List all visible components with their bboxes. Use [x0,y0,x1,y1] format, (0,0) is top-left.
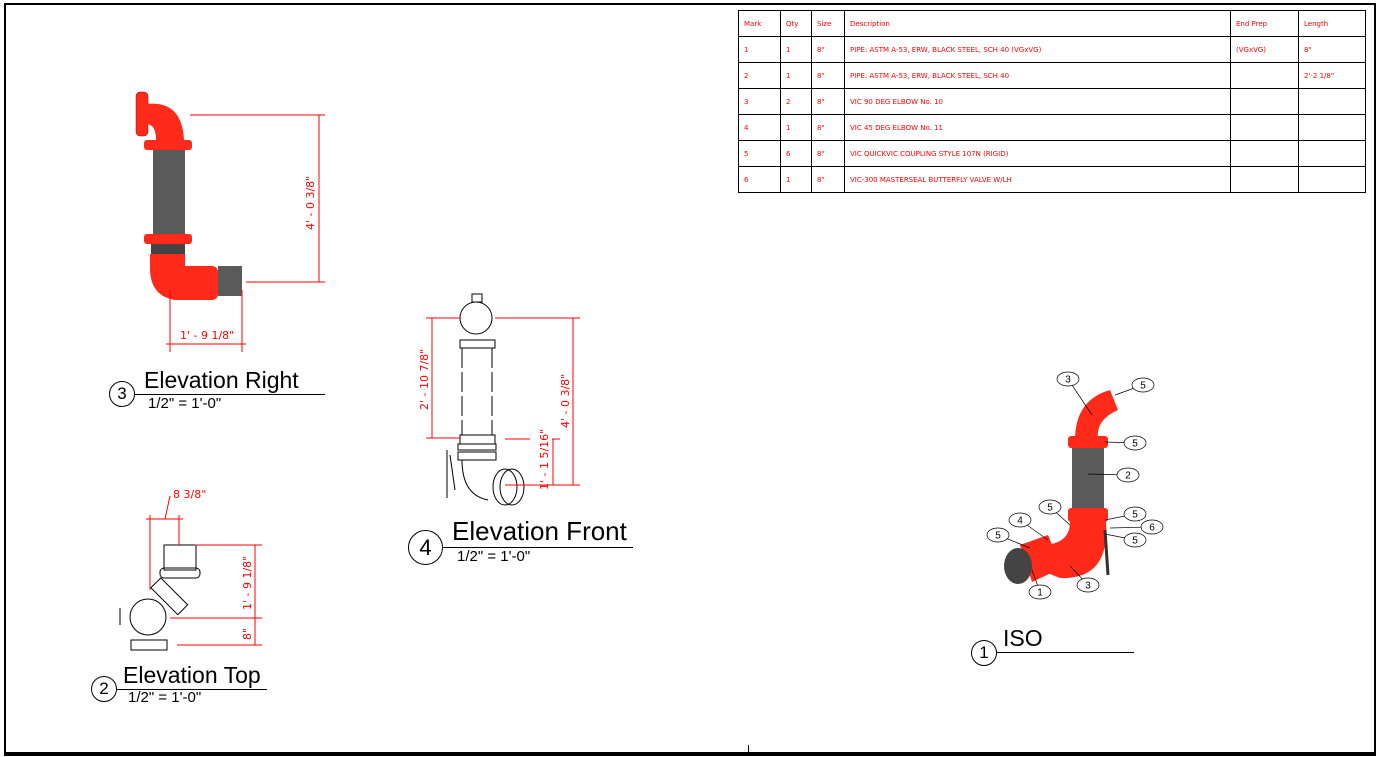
elevation-front-drawing [426,293,580,506]
callout-bubble [1131,377,1155,393]
callout-bubble [1116,467,1140,483]
cell-mark: 3 [738,88,781,115]
cell-end-prep: (VGxVG) [1230,36,1299,63]
cell-length [1298,88,1366,115]
callout-bubble [1028,584,1052,600]
callout-bubble [1076,577,1100,593]
title-underline [443,547,633,548]
cell-end-prep [1230,114,1299,141]
cell-description: PIPE: ASTM A-53, ERW, BLACK STEEL, SCH 4… [844,36,1231,63]
title-underline [997,652,1134,653]
callout-tag: 5 [1047,503,1053,514]
view-number-4: 4 [408,530,443,565]
col-length: Length [1298,10,1366,37]
view-scale: 1/2" = 1'-0" [457,548,531,565]
view-title-elevation-right: Elevation Right [144,367,299,393]
cell-size: 8" [811,62,845,89]
callout-bubble [986,527,1010,543]
elevation-top-drawing [119,495,262,651]
dim-top-offset: 8 3/8" [173,488,206,501]
callout-tag: 3 [1065,375,1071,386]
cell-length [1298,166,1366,193]
dim-front-lower: 1' - 1 5/16" [538,429,551,490]
cell-description: VIC-300 MASTERSEAL BUTTERFLY VALVE W/LH [844,166,1231,193]
cell-end-prep [1230,140,1299,167]
callout-tag: 5 [995,531,1001,542]
callout-bubble [1038,499,1062,515]
callout-bubble [1123,506,1147,522]
cell-description: VIC 45 DEG ELBOW No. 11 [844,114,1231,141]
cell-qty: 1 [780,36,812,63]
callout-tag: 6 [1149,523,1155,534]
view-title-iso: ISO [1003,625,1043,651]
title-underline [117,689,267,690]
table-header-row: Mark Qty Size Description End Prep Lengt… [738,10,1366,37]
callout-tag: 5 [1132,510,1138,521]
dim-height: 4' - 0 3/8" [304,176,317,230]
cell-qty: 1 [780,114,812,141]
cell-mark: 6 [738,166,781,193]
iso-drawing [1004,390,1118,584]
callout-bubble [1008,512,1032,528]
view-number-3: 3 [109,381,135,407]
cell-description: VIC QUICKVIC COUPLING STYLE 107N (RIGID) [844,140,1231,167]
dim-front-overall: 4' - 0 3/8" [559,374,572,428]
view-number-2: 2 [91,676,117,702]
dim-top-length: 1' - 9 1/8" [241,556,254,610]
cell-size: 8" [811,140,845,167]
callout-tag: 5 [1132,439,1138,450]
title-underline [135,394,325,395]
callout-bubble [1056,371,1080,387]
view-number-1: 1 [971,640,997,666]
dim-width: 1' - 9 1/8" [180,329,234,342]
view-scale: 1/2" = 1'-0" [148,395,222,412]
border-tick [748,745,749,755]
view-title-elevation-top: Elevation Top [123,662,261,688]
cell-length: 2'-2 1/8" [1298,62,1366,89]
view-scale: 1/2" = 1'-0" [128,689,202,706]
callout-tag: 5 [1132,536,1138,547]
dim-front-upper: 2' - 10 7/8" [418,349,431,410]
col-qty: Qty [780,10,812,37]
callout-tag: 3 [1085,581,1091,592]
callout-bubble [1140,519,1164,535]
callout-bubble [1123,435,1147,451]
callout-bubble [1123,532,1147,548]
elevation-right-drawing: 4' - 0 3/8" 1' - 9 1/8" [135,91,325,352]
dim-top-short: 8" [241,628,254,640]
callout-tag: 4 [1017,516,1023,527]
cell-qty: 1 [780,166,812,193]
callout-tag: 1 [1037,588,1043,599]
pipe-schedule-table: Mark Qty Size Description End Prep Lengt… [738,10,1366,193]
callout-tag: 2 [1125,471,1131,482]
cell-size: 8" [811,166,845,193]
callout-tag: 5 [1140,381,1146,392]
view-title-elevation-front: Elevation Front [452,516,627,546]
sheet-border [4,3,1376,756]
col-size: Size [811,10,845,37]
